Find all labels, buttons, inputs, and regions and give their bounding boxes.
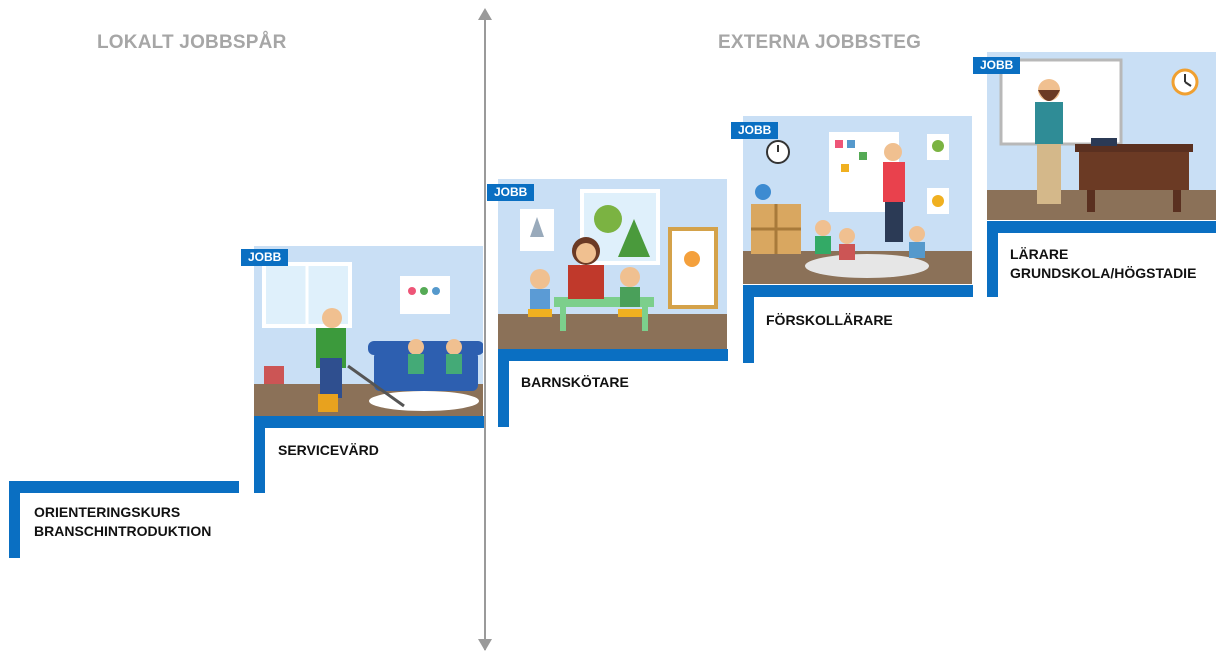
- step-2-label: SERVICEVÄRD: [278, 442, 379, 458]
- step-4-post: [743, 285, 754, 363]
- step-1-label: ORIENTERINGSKURS BRANSCHINTRODUKTION: [34, 504, 212, 539]
- divider-axis: [484, 10, 486, 650]
- scene-barnskotare: [498, 179, 727, 349]
- step-3-label: BARNSKÖTARE: [521, 374, 629, 390]
- step-2-post: [254, 416, 265, 493]
- step-3-post: [498, 349, 509, 427]
- step-3-bar: [498, 349, 728, 361]
- arrow-up-icon: [478, 8, 492, 20]
- step-5-post: [987, 221, 998, 297]
- preschool-teacher-icon: [743, 116, 972, 284]
- scene-larare: [987, 52, 1216, 220]
- step-1-post: [9, 481, 20, 558]
- step-5-label: LÄRARE GRUNDSKOLA/HÖGSTADIE: [1010, 246, 1197, 281]
- step-1-bar: [9, 481, 239, 493]
- step-4-label: FÖRSKOLLÄRARE: [766, 312, 893, 328]
- step-2-bar: [254, 416, 484, 428]
- jobb-badge-barnskotare: JOBB: [487, 184, 535, 201]
- cleaner-vacuum-icon: [254, 246, 483, 416]
- scene-servicevard: [254, 246, 483, 416]
- jobb-badge-larare: JOBB: [973, 57, 1021, 74]
- step-4-bar: [743, 285, 973, 297]
- scene-forskollarare: [743, 116, 972, 284]
- heading-local-track: LOKALT JOBBSPÅR: [97, 32, 287, 53]
- classroom-teacher-icon: [987, 52, 1216, 220]
- childcare-table-icon: [498, 179, 727, 349]
- arrow-down-icon: [478, 639, 492, 651]
- jobb-badge-servicevard: JOBB: [241, 249, 289, 266]
- jobb-badge-forskollarare: JOBB: [731, 122, 779, 139]
- heading-external-steps: EXTERNA JOBBSTEG: [718, 32, 922, 53]
- step-5-bar: [987, 221, 1216, 233]
